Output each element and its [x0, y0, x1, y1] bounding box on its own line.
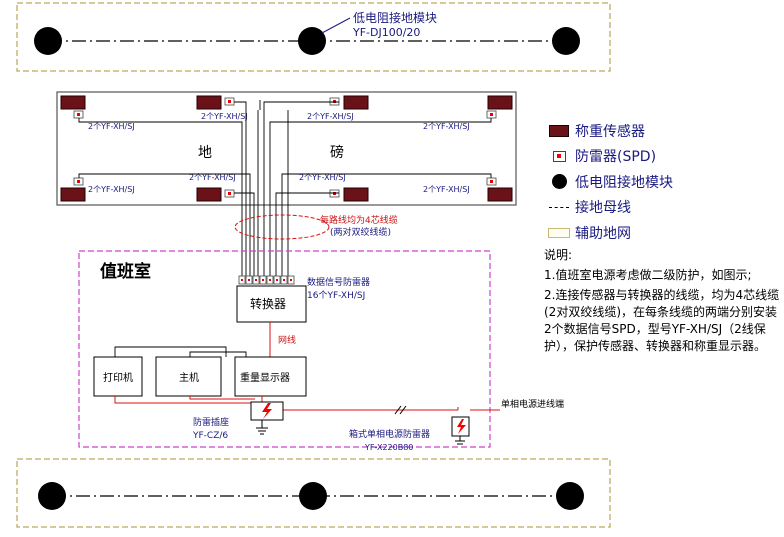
duty-room: 值班室 数据信号防雷器 16个YF-XH/SJ 转换器 网线: [78, 250, 500, 452]
notes-heading: 说明:: [544, 248, 573, 262]
bottom-grid-border: [16, 458, 611, 528]
socket-spd-label: 防雷插座: [193, 416, 229, 428]
box-spd-label: 箱式单相电源防雷器: [349, 428, 430, 440]
weighing-sensor-icon: [487, 187, 513, 202]
weighing-sensor-icon: [60, 95, 86, 110]
data-spd-row: [238, 275, 295, 285]
weighing-sensor-icon: [343, 95, 369, 110]
ground-bus-icon: [548, 206, 570, 208]
ground-module-icon: [38, 482, 66, 510]
ground-module-icon: [298, 27, 326, 55]
printer-label: 打印机: [103, 371, 133, 384]
notes-item: 1.值班室电源考虑做二级防护，如图示;: [544, 268, 752, 282]
ground-module-icon: [299, 482, 327, 510]
legend-label: 接地母线: [575, 200, 631, 217]
display-box: [234, 356, 307, 397]
legend-item-sensor: 称重传感器: [548, 118, 784, 144]
host-label: 主机: [179, 371, 199, 384]
weighing-sensor-icon: [60, 187, 86, 202]
power-in-label: 单相电源进线端: [501, 398, 564, 410]
sensor-spd-label: 2个YF-XH/SJ: [88, 122, 135, 131]
ground-module-icon: [556, 482, 584, 510]
legend-item-aux-grid: 辅助地网: [548, 220, 784, 246]
scale-right-char: 磅: [330, 144, 344, 161]
legend-item-ground-module: 低电阻接地模块: [548, 169, 784, 195]
legend-label: 防雷器(SPD): [575, 149, 657, 166]
network-label: 网线: [278, 334, 296, 346]
converter-box: [236, 285, 307, 323]
notes: 说明: 1.值班室电源考虑做二级防护，如图示; 2.连接传感器与转换器的线缆，均…: [544, 247, 780, 358]
top-ground-grid: 低电阻接地模块 YF-DJ100/20: [16, 2, 611, 72]
printer-box: [93, 356, 143, 397]
sensor-spd-label: 2个YF-XH/SJ: [423, 185, 470, 194]
cable-note: 每路线均为4芯线缆 (两对双绞线缆): [234, 214, 398, 240]
legend-label: 低电阻接地模块: [575, 174, 673, 191]
sensor-spd-label: 2个YF-XH/SJ: [201, 112, 248, 121]
ground-module-model: YF-DJ100/20: [352, 26, 420, 39]
weighing-sensor-icon: [343, 187, 369, 202]
weighing-sensor-icon: [487, 95, 513, 110]
lightning-icon: [262, 403, 272, 419]
device-link: [189, 351, 247, 357]
weighing-sensor-icon: [548, 124, 570, 137]
weighing-sensor-icon: [196, 95, 222, 110]
scale-left-char: 地: [198, 145, 212, 161]
sensor-spd-label: 2个YF-XH/SJ: [189, 173, 236, 182]
bottom-ground-grid: [16, 458, 611, 528]
spd-icon: [548, 150, 570, 162]
notes-item: 2.连接传感器与转换器的线缆，均为4芯线缆(2对双绞线缆)，在每条线缆的两端分别…: [544, 288, 780, 353]
weighing-sensor-icon: [196, 187, 222, 202]
power-cables: [114, 396, 500, 411]
sensor-spd-label: 2个YF-XH/SJ: [423, 122, 470, 131]
legend-item-spd: 防雷器(SPD): [548, 144, 784, 170]
ground-module-icon: [34, 27, 62, 55]
scale-platform-border: [56, 91, 517, 206]
sensor-spd-label: 2个YF-XH/SJ: [307, 112, 354, 121]
cable-break-mark: [394, 405, 402, 415]
socket-spd-model: YF-CZ/6: [192, 431, 228, 441]
aux-grid-icon: [548, 227, 570, 238]
cable-note-line2: (两对双绞线缆): [330, 226, 391, 238]
sensor-spd-label: 2个YF-XH/SJ: [88, 185, 135, 194]
cable-break-mark: [399, 405, 407, 415]
cable-note-line1: 每路线均为4芯线缆: [320, 214, 398, 226]
lightning-icon: [457, 419, 466, 434]
legend-item-ground-bus: 接地母线: [548, 195, 784, 221]
data-spd-model: 16个YF-XH/SJ: [307, 290, 365, 301]
legend-label: 辅助地网: [575, 225, 631, 242]
duty-room-border: [78, 250, 491, 448]
sensor-spd-label: 2个YF-XH/SJ: [299, 173, 346, 182]
legend-label: 称重传感器: [575, 123, 645, 140]
host-box: [155, 356, 222, 397]
scale-platform: 地 磅: [56, 91, 517, 276]
sensor-cables: [78, 100, 492, 276]
ground-module-leader: [321, 17, 351, 34]
ground-module-icon: [552, 27, 580, 55]
box-spd-model: YF-X220B80: [364, 443, 413, 452]
duty-room-title: 值班室: [100, 261, 151, 282]
converter-label: 转换器: [250, 296, 286, 311]
ground-module-icon: [548, 174, 570, 190]
display-label: 重量显示器: [240, 371, 290, 384]
legend: 称重传感器 防雷器(SPD) 低电阻接地模块 接地母线 辅助地网: [548, 118, 784, 246]
data-spd-label: 数据信号防雷器: [307, 276, 370, 288]
ground-module-label: 低电阻接地模块: [353, 10, 437, 25]
top-grid-border: [16, 2, 611, 72]
